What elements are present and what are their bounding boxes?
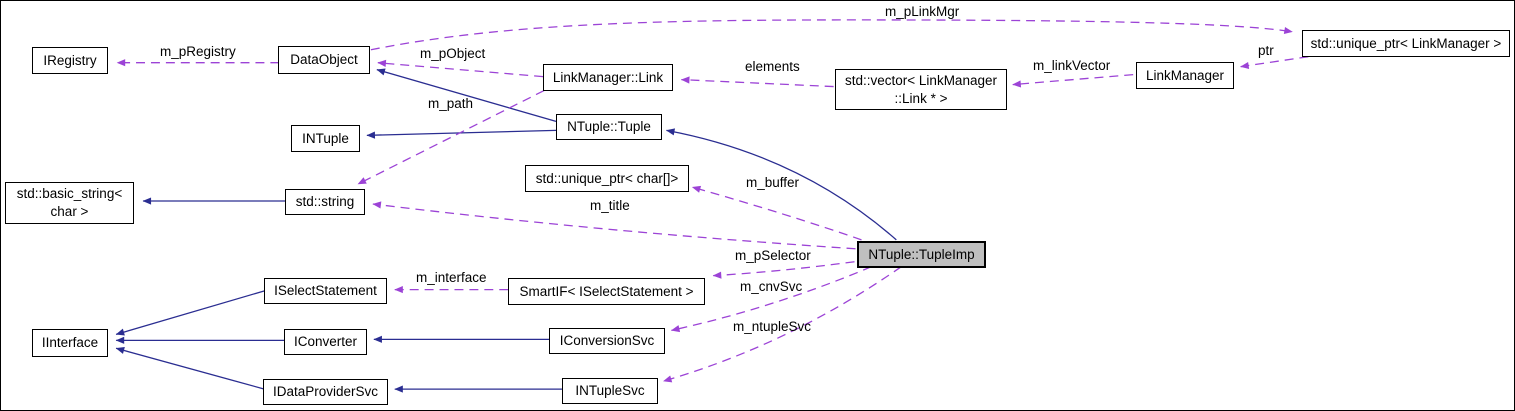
node-linkmanager-link[interactable]: LinkManager::Link bbox=[543, 64, 673, 91]
node-vector-line2: ::Link * > bbox=[894, 90, 948, 106]
node-ntuple-tuple-label: NTuple::Tuple bbox=[567, 119, 651, 135]
edge-label-m-linkvector: m_linkVector bbox=[1033, 58, 1111, 73]
edge-label-ptr: ptr bbox=[1258, 43, 1274, 58]
node-ntuple-tuple[interactable]: NTuple::Tuple bbox=[556, 114, 662, 140]
edge-usage-m-plinkmgr bbox=[370, 19, 1293, 51]
node-dataobject-label: DataObject bbox=[290, 52, 358, 68]
node-iselectstatement[interactable]: ISelectStatement bbox=[264, 278, 387, 304]
node-idataprovidersvc[interactable]: IDataProviderSvc bbox=[263, 379, 388, 405]
edge-label-m-plinkmgr: m_pLinkMgr bbox=[885, 4, 960, 19]
edge-label-m-pobject: m_pObject bbox=[420, 46, 486, 61]
node-dataobject[interactable]: DataObject bbox=[278, 46, 370, 74]
node-basic-string-line1: std::basic_string< bbox=[16, 186, 123, 202]
edge-usage-elements bbox=[680, 76, 834, 88]
edge-label-m-pselector: m_pSelector bbox=[735, 248, 811, 263]
node-linkmanager-label: LinkManager bbox=[1145, 67, 1225, 83]
node-iregistry[interactable]: IRegistry bbox=[32, 47, 108, 74]
edge-label-m-interface: m_interface bbox=[416, 270, 487, 285]
edge-usage-m-linkvector bbox=[1012, 73, 1134, 88]
node-iselectstatement-label: ISelectStatement bbox=[274, 283, 377, 299]
edge-inherit-iselectstatement-iinterface bbox=[115, 289, 266, 336]
node-basic-string[interactable]: std::basic_string< char > bbox=[5, 182, 134, 224]
node-intuplesvc-label: INTupleSvc bbox=[575, 383, 645, 399]
node-smartif-label: SmartIF< ISelectStatement > bbox=[519, 283, 694, 299]
edge-inherit-tuple-intuple bbox=[366, 129, 557, 139]
edge-label-elements: elements bbox=[745, 59, 800, 74]
node-unique-ptr-linkmanager[interactable]: std::unique_ptr< LinkManager > bbox=[1302, 30, 1510, 57]
node-iconversionsvc[interactable]: IConversionSvc bbox=[549, 328, 665, 354]
node-iinterface-label: IInterface bbox=[41, 335, 99, 351]
node-unique-ptr-linkmanager-label: std::unique_ptr< LinkManager > bbox=[1310, 35, 1502, 51]
node-unique-ptr-char-label: std::unique_ptr< char[]> bbox=[535, 170, 679, 186]
node-vector-linkmanager-link[interactable]: std::vector< LinkManager ::Link * > bbox=[835, 69, 1007, 110]
edge-usage-m-ntuplesvc bbox=[663, 266, 902, 383]
edge-label-m-path: m_path bbox=[428, 96, 474, 111]
edge-usage-m-title bbox=[372, 201, 856, 250]
node-iregistry-label: IRegistry bbox=[43, 52, 97, 68]
node-unique-ptr-char[interactable]: std::unique_ptr< char[]> bbox=[525, 165, 689, 192]
edge-label-m-pregistry: m_pRegistry bbox=[160, 44, 236, 59]
node-ntuple-tupleimp[interactable]: NTuple::TupleImp bbox=[857, 241, 986, 268]
node-iconverter[interactable]: IConverter bbox=[284, 329, 367, 355]
edge-inherit-tupleimp-tuple bbox=[666, 128, 897, 241]
node-linkmanager-link-label: LinkManager::Link bbox=[552, 69, 664, 85]
edge-usage-ptr bbox=[1240, 56, 1309, 70]
edge-inherit-tuple-dataobject bbox=[376, 68, 557, 123]
node-intuplesvc[interactable]: INTupleSvc bbox=[562, 378, 658, 404]
edge-usage-m-path bbox=[357, 89, 545, 185]
edge-inherit-idataprovidersvc-iinterface bbox=[115, 346, 265, 390]
edge-usage-m-pselector bbox=[712, 261, 855, 279]
node-idataprovidersvc-label: IDataProviderSvc bbox=[272, 384, 379, 400]
node-iconversionsvc-label: IConversionSvc bbox=[559, 333, 655, 349]
edge-usage-m-buffer bbox=[691, 185, 862, 241]
edge-usage-m-pobject bbox=[377, 59, 544, 78]
node-std-string-label: std::string bbox=[295, 194, 355, 210]
edge-label-m-buffer: m_buffer bbox=[746, 175, 800, 190]
node-basic-string-line2: char > bbox=[50, 204, 89, 219]
node-std-string[interactable]: std::string bbox=[285, 189, 365, 215]
node-vector-line1: std::vector< LinkManager bbox=[845, 72, 997, 88]
node-intuple-label: INTuple bbox=[302, 130, 349, 146]
node-intuple[interactable]: INTuple bbox=[291, 125, 360, 152]
node-linkmanager[interactable]: LinkManager bbox=[1136, 62, 1234, 89]
edge-label-m-title: m_title bbox=[590, 198, 630, 213]
edge-usage-m-cnvsvc bbox=[670, 266, 872, 333]
edge-label-m-cnvsvc: m_cnvSvc bbox=[740, 279, 803, 294]
edge-label-m-ntuplesvc: m_ntupleSvc bbox=[733, 319, 812, 334]
node-iinterface[interactable]: IInterface bbox=[32, 329, 108, 357]
node-smartif-iselectstatement[interactable]: SmartIF< ISelectStatement > bbox=[508, 278, 705, 305]
node-ntuple-tupleimp-label: NTuple::TupleImp bbox=[868, 246, 975, 262]
node-iconverter-label: IConverter bbox=[293, 334, 358, 350]
